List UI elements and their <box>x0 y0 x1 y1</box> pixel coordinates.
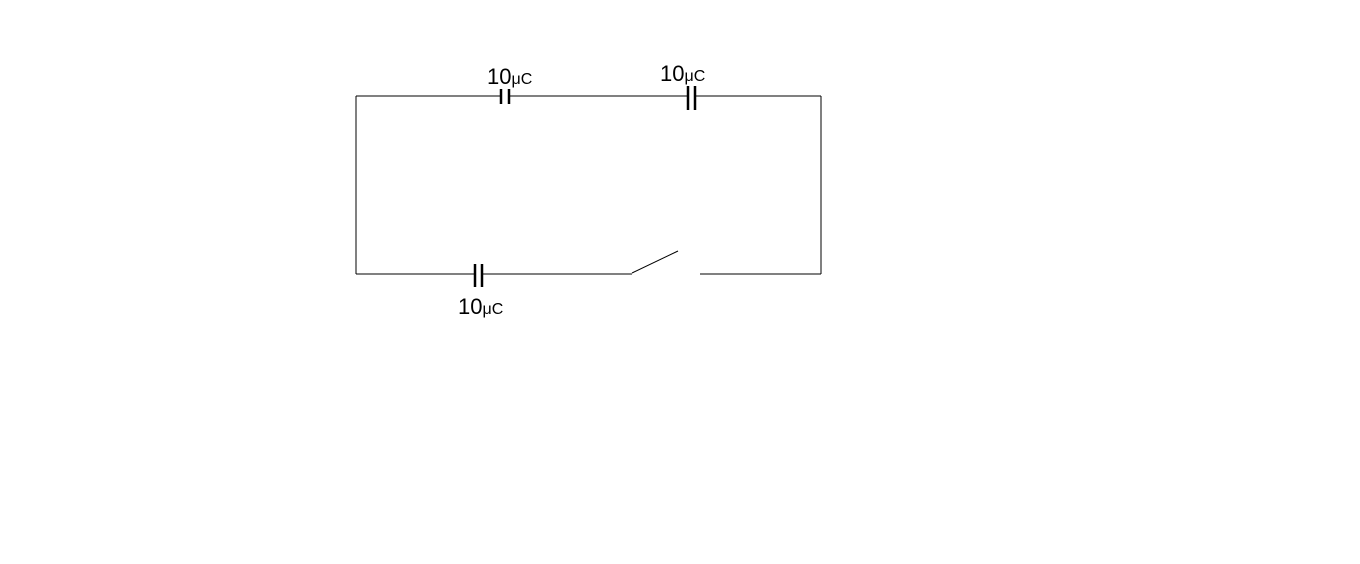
capacitor-label-top-left: 10μC <box>487 64 532 89</box>
capacitor-bottom <box>473 264 484 287</box>
capacitor-label-top-right: 10μC <box>660 61 705 86</box>
capacitor-top-right <box>686 86 697 110</box>
capacitor-top-left <box>499 89 511 104</box>
capacitor-label-bottom: 10μC <box>458 294 503 319</box>
switch-lever <box>631 250 679 274</box>
